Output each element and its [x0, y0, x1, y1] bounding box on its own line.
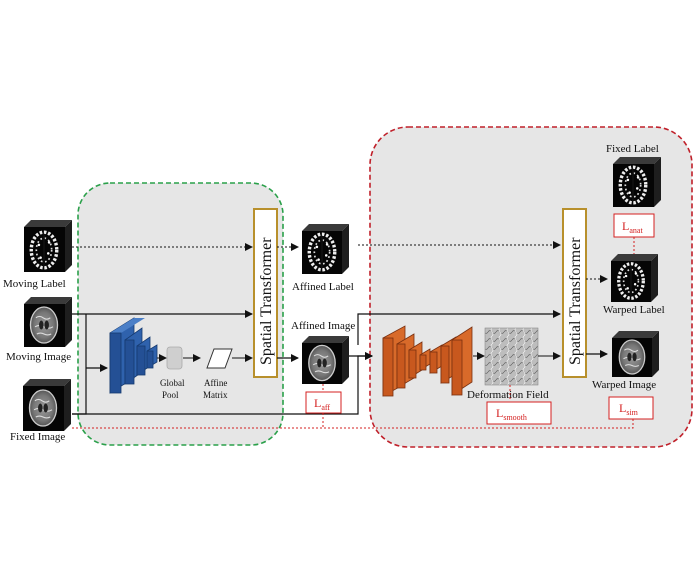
loss-smooth-box — [486, 401, 552, 425]
affined-label-cube — [302, 224, 349, 274]
global-pool-label-line2: Pool — [162, 390, 179, 400]
loss-smooth-text: Lsmooth — [496, 406, 527, 422]
deformation-field-label: Deformation Field — [467, 389, 549, 401]
loss-sim-text: Lsim — [619, 401, 639, 417]
svg-text:Spatial Transformer: Spatial Transformer — [258, 237, 275, 365]
global-pool-block — [166, 346, 183, 370]
affined-image-label: Affined Image — [291, 320, 355, 332]
loss-sim-box — [608, 396, 654, 420]
fixed-image-cube — [23, 379, 71, 431]
warped-label-label: Warped Label — [603, 304, 665, 316]
warped-image-cube — [612, 331, 659, 377]
moving-image-cube — [24, 297, 72, 347]
deformation-field-image — [484, 327, 539, 386]
affine-matrix-label-line2: Matrix — [203, 390, 228, 400]
arrow-into-st2-mid — [357, 310, 561, 345]
fixed-label-label: Fixed Label — [606, 143, 659, 155]
svg-text:Spatial Transformer: Spatial Transformer — [567, 237, 584, 365]
warped-label-cube — [611, 254, 658, 302]
fixed-image-label: Fixed Image — [10, 431, 65, 443]
affined-image-cube — [302, 336, 349, 384]
moving-label-cube — [24, 220, 72, 272]
deformable-unet — [382, 325, 473, 397]
warped-image-label: Warped Image — [592, 379, 656, 391]
affine-encoder — [109, 317, 158, 394]
fixed-to-losses-dotted — [72, 419, 634, 429]
affined-label-label: Affined Label — [292, 281, 354, 293]
loss-anat-text: Lanat — [622, 219, 643, 235]
affine-matrix-parallelogram — [206, 348, 233, 369]
spatial-transformer-deformable: Spatial Transformer — [562, 208, 587, 378]
global-pool-label-line1: Global — [160, 378, 185, 388]
spatial-transformer-affine: Spatial Transformer — [253, 208, 278, 378]
moving-image-label: Moving Image — [6, 351, 71, 363]
moving-label-label: Moving Label — [3, 278, 66, 290]
loss-aff-text: Laff — [314, 396, 330, 412]
fixed-label-cube — [613, 157, 661, 207]
affine-matrix-label-line1: Affine — [204, 378, 227, 388]
